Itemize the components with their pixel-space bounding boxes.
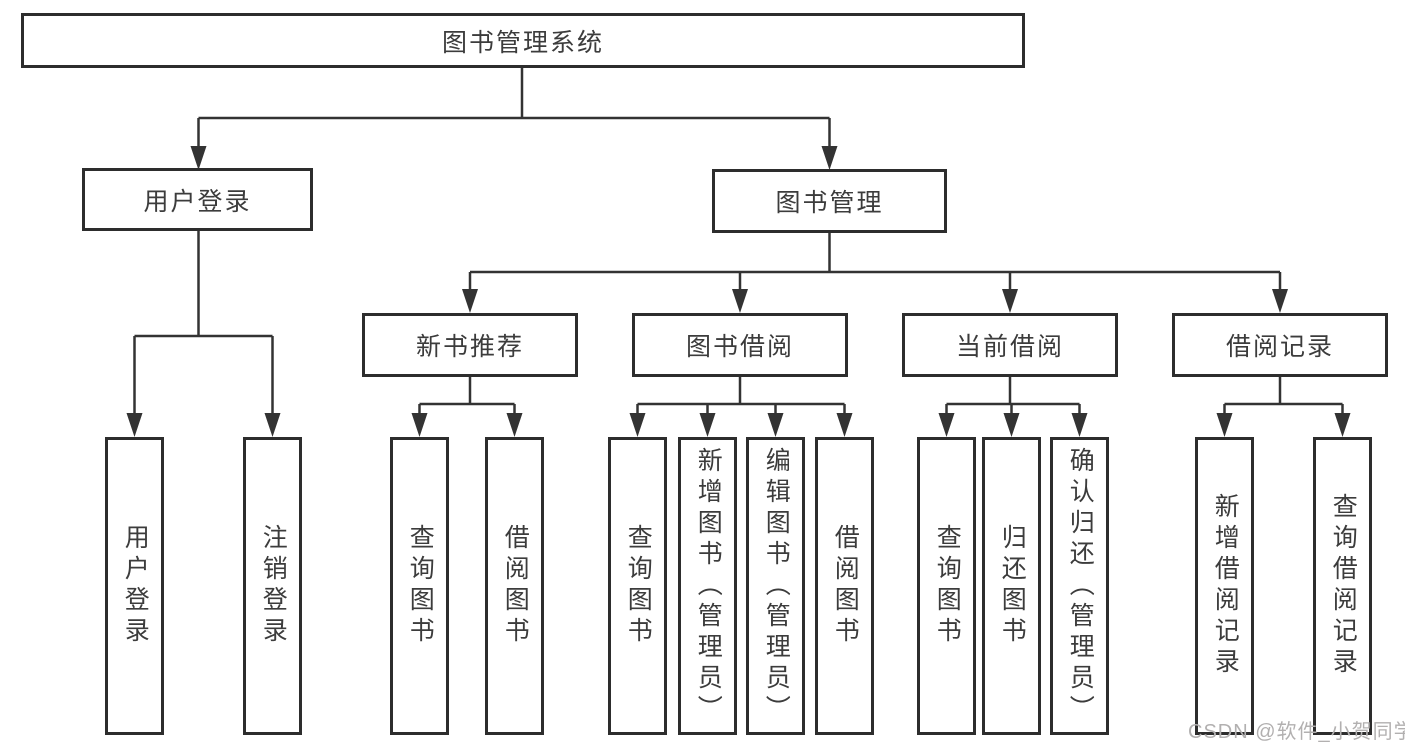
node-label: 用户登录 (143, 187, 252, 216)
leaf-label: 查询图书 (933, 524, 962, 648)
node-library-management-system: 图书管理系统 (21, 13, 1025, 68)
node-label: 借阅记录 (1225, 333, 1334, 361)
leaf-logout: 注销登录 (243, 437, 302, 735)
leaf-label: 确认归还（管理员） (1066, 446, 1095, 726)
leaf-label: 查询图书 (624, 524, 653, 648)
node-label: 新书推荐 (415, 333, 524, 361)
node-borrowing-records: 借阅记录 (1172, 313, 1388, 377)
leaf-query-books: 查询图书 (917, 437, 976, 735)
leaf-confirm-return-admin: 确认归还（管理员） (1050, 437, 1109, 735)
leaf-label: 新增图书（管理员） (694, 446, 723, 726)
leaf-query-borrow-record: 查询借阅记录 (1313, 437, 1372, 735)
node-label: 图书借阅 (685, 333, 794, 361)
leaf-label: 借阅图书 (501, 524, 530, 648)
node-label: 图书管理系统 (441, 28, 604, 57)
leaf-label: 查询借阅记录 (1329, 493, 1358, 679)
leaf-edit-book-admin: 编辑图书（管理员） (746, 437, 805, 735)
leaf-borrow-books: 借阅图书 (485, 437, 544, 735)
leaf-borrow-books: 借阅图书 (815, 437, 874, 735)
leaf-add-borrow-record: 新增借阅记录 (1195, 437, 1254, 735)
node-book-management: 图书管理 (712, 169, 947, 233)
leaf-user-login: 用户登录 (105, 437, 164, 735)
node-user-login: 用户登录 (82, 168, 313, 231)
leaf-label: 编辑图书（管理员） (762, 446, 791, 726)
node-current-borrowing: 当前借阅 (902, 313, 1118, 377)
leaf-label: 新增借阅记录 (1211, 493, 1240, 679)
leaf-query-books: 查询图书 (608, 437, 667, 735)
leaf-label: 归还图书 (998, 524, 1027, 648)
leaf-label: 查询图书 (406, 524, 435, 648)
arrowheads (126, 146, 1351, 437)
leaf-query-books: 查询图书 (390, 437, 449, 735)
leaf-label: 用户登录 (121, 524, 150, 648)
leaf-add-book-admin: 新增图书（管理员） (678, 437, 737, 735)
leaf-label: 注销登录 (259, 524, 288, 648)
node-label: 当前借阅 (955, 333, 1064, 361)
node-new-book-recommendation: 新书推荐 (362, 313, 578, 377)
leaf-label: 借阅图书 (831, 524, 860, 648)
node-book-borrowing: 图书借阅 (632, 313, 848, 377)
leaf-return-books: 归还图书 (982, 437, 1041, 735)
node-label: 图书管理 (775, 189, 884, 217)
